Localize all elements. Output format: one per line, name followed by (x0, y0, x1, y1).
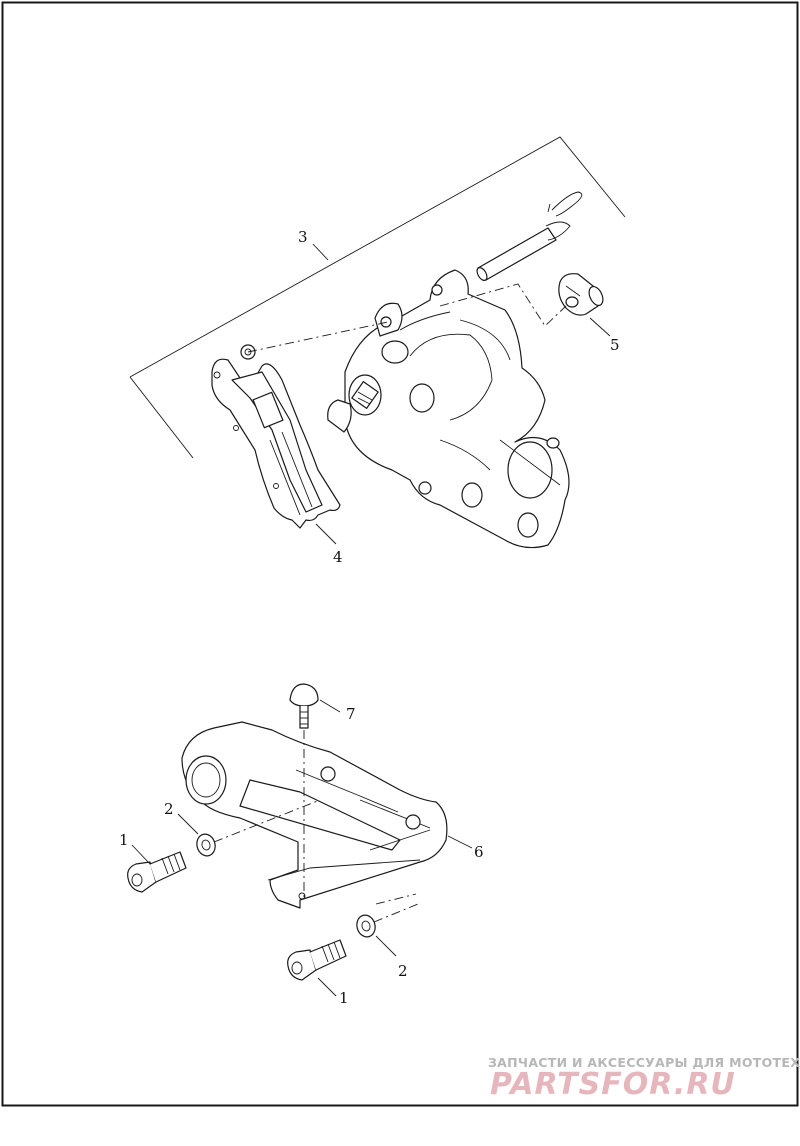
callout-6: 6 (474, 843, 484, 861)
callout-3: 3 (298, 228, 308, 246)
callout-6-leader (447, 835, 473, 849)
caliper-bracket (181, 721, 448, 909)
callout-4: 4 (333, 548, 343, 566)
watermark-tagline: ЗАПЧАСТИ И АКСЕССУАРЫ ДЛЯ МОТОТЕХНИКИ (488, 1055, 800, 1070)
callout-1b: 1 (339, 989, 349, 1007)
callout-7: 7 (346, 705, 356, 723)
callout-1a-leader (131, 844, 151, 865)
watermark-logo: PARTSFOR.RU (490, 1067, 736, 1102)
caliper-pin (476, 221, 571, 281)
bolt-lower (287, 939, 347, 981)
callout-5-leader (589, 317, 611, 337)
callout-1a: 1 (119, 831, 129, 849)
site-watermark: ЗАПЧАСТИ И АКСЕССУАРЫ ДЛЯ МОТОТЕХНИКИ PA… (488, 1055, 800, 1102)
callout-4-leader (315, 523, 337, 545)
banjo-fitting (558, 273, 604, 316)
pin-clip (547, 191, 583, 217)
callout-1b-leader (317, 977, 337, 997)
callout-2a: 2 (164, 800, 174, 818)
callout-7-leader (319, 699, 341, 713)
callout-5: 5 (610, 336, 620, 354)
callout-3-leader (312, 243, 329, 261)
caliper-bracket-group: 7 6 2 (119, 683, 484, 1007)
diagram-border (1, 1, 799, 1107)
rubber-bumper (289, 683, 319, 729)
callout-2a-leader (177, 813, 199, 835)
washer-lower (356, 914, 376, 938)
assembly-bracket-line (129, 136, 626, 378)
callout-2b: 2 (398, 962, 408, 980)
washer-upper (196, 833, 216, 857)
caliper-body (327, 269, 570, 549)
brake-pad (211, 344, 341, 529)
callout-2b-leader (375, 935, 397, 957)
bolt-upper (127, 851, 187, 893)
caliper-assembly-group: 3 (129, 136, 626, 566)
